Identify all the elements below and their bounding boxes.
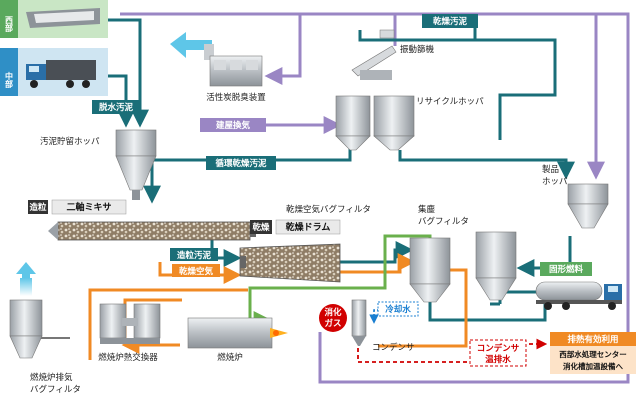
waste-heat-header	[550, 332, 636, 346]
exhaust-filter-label-1: 燃焼炉排気	[30, 372, 73, 383]
central-label: 中部	[5, 71, 14, 89]
product-hopper-label-2: ホッパ	[542, 177, 568, 187]
condensate-tag	[469, 339, 527, 367]
dewatered-sludge-label: 脱水汚泥	[99, 102, 134, 113]
twin-mixer-tag	[51, 199, 127, 215]
teal-west-line	[108, 18, 149, 128]
recycle-hopper-label: リサイクルホッパ	[416, 97, 484, 107]
deodorizer-exhaust-arrow	[170, 32, 212, 58]
condenser	[351, 299, 367, 346]
dry-air-label: 乾燥空気	[179, 266, 214, 277]
dry-bag-filter-label: 乾燥空気バグフィルタ	[286, 204, 371, 215]
drying-label: 乾燥	[252, 222, 270, 233]
furnace	[187, 317, 288, 349]
heat-exchanger	[99, 303, 161, 344]
digestion-gas-label-1: 消化	[324, 307, 342, 318]
digestion-gas-badge: 消化 ガス	[319, 304, 347, 332]
building-exhaust-label: 建屋換気	[215, 120, 251, 131]
exhaust-bag-filter	[9, 299, 43, 359]
west-label: 西部	[5, 16, 14, 33]
solid-fuel-label: 固形燃料	[549, 264, 584, 275]
waste-heat-body	[550, 346, 636, 374]
waste-heat-box: 排熱有効利用 西部水処理センター 消化槽加温設備へ	[550, 332, 636, 374]
dump-truck-icon	[26, 60, 96, 88]
teal-to-product	[398, 150, 575, 180]
granulation-label: 造粒	[29, 202, 47, 213]
condenser-label: コンデンサ	[372, 342, 415, 353]
granulation-tag	[28, 200, 48, 214]
exhaust-filter-label-2: バグフィルタ	[30, 384, 81, 395]
furnace-label: 燃焼炉	[217, 352, 243, 363]
condensate-label-1: コンデンサ	[477, 343, 520, 354]
circulating-dry-sludge-label: 循環乾燥汚泥	[215, 158, 267, 169]
cooling-water-tag	[377, 301, 419, 317]
condensate-label-2: 温排水	[485, 354, 511, 365]
granulated-sludge-label: 造粒汚泥	[177, 250, 212, 261]
granulated-sludge-tag	[170, 248, 218, 261]
sludge-hopper	[115, 129, 157, 200]
dry-sludge-tag	[422, 14, 478, 28]
purple-to-deodorizer	[264, 66, 302, 85]
dewatered-sludge-tag	[92, 100, 140, 114]
drying-drum-tag	[275, 219, 341, 235]
waste-heat-dest-1: 西部水処理センター	[559, 349, 627, 359]
drying-drum-label: 乾燥ドラム	[286, 221, 331, 233]
building-exhaust-tag	[200, 118, 266, 132]
deodorizer-label: 活性炭脱臭装置	[206, 92, 266, 103]
solid-fuel-tag	[540, 262, 592, 276]
tanker-truck-icon	[535, 281, 622, 310]
central-tag	[0, 48, 18, 96]
vibrating-screen-label: 振動篩機	[400, 44, 435, 55]
west-source-panel: 西部	[0, 0, 108, 38]
twin-mixer-label: 二軸ミキサ	[66, 201, 111, 213]
drying-drum	[239, 243, 341, 283]
recycle-hoppers	[335, 95, 415, 151]
dust-bag-filter	[475, 231, 517, 301]
circulating-dry-sludge-tag	[206, 156, 276, 170]
dry-air-bag-filter	[409, 237, 451, 303]
heat-exchanger-label: 燃焼炉熱交換器	[98, 352, 158, 363]
deodorizer-unit	[204, 44, 263, 87]
central-source-panel: 中部	[0, 48, 108, 96]
dust-bag-filter-label-2: バグフィルタ	[418, 216, 469, 227]
waste-heat-dest-2: 消化槽加温設備へ	[563, 361, 623, 371]
exhaust-up-arrow	[16, 262, 36, 296]
dry-sludge-label: 乾燥汚泥	[433, 16, 468, 27]
dust-bag-filter-label-1: 集塵	[418, 204, 436, 215]
cooling-water-label: 冷却水	[385, 304, 411, 315]
twin-mixer	[48, 221, 256, 241]
sludge-hopper-label: 汚泥貯留ホッパ	[40, 136, 100, 147]
teal-dry-sludge-top	[358, 30, 557, 140]
drying-tag	[250, 220, 272, 234]
digestion-gas-label-2: ガス	[324, 318, 341, 329]
waste-heat-label: 排熱有効利用	[567, 334, 618, 345]
west-tag	[0, 0, 18, 38]
vibrating-screen	[351, 29, 397, 80]
dry-air-tag	[172, 264, 220, 277]
product-hopper-label-1: 製品	[542, 164, 559, 175]
product-hopper	[567, 183, 609, 229]
